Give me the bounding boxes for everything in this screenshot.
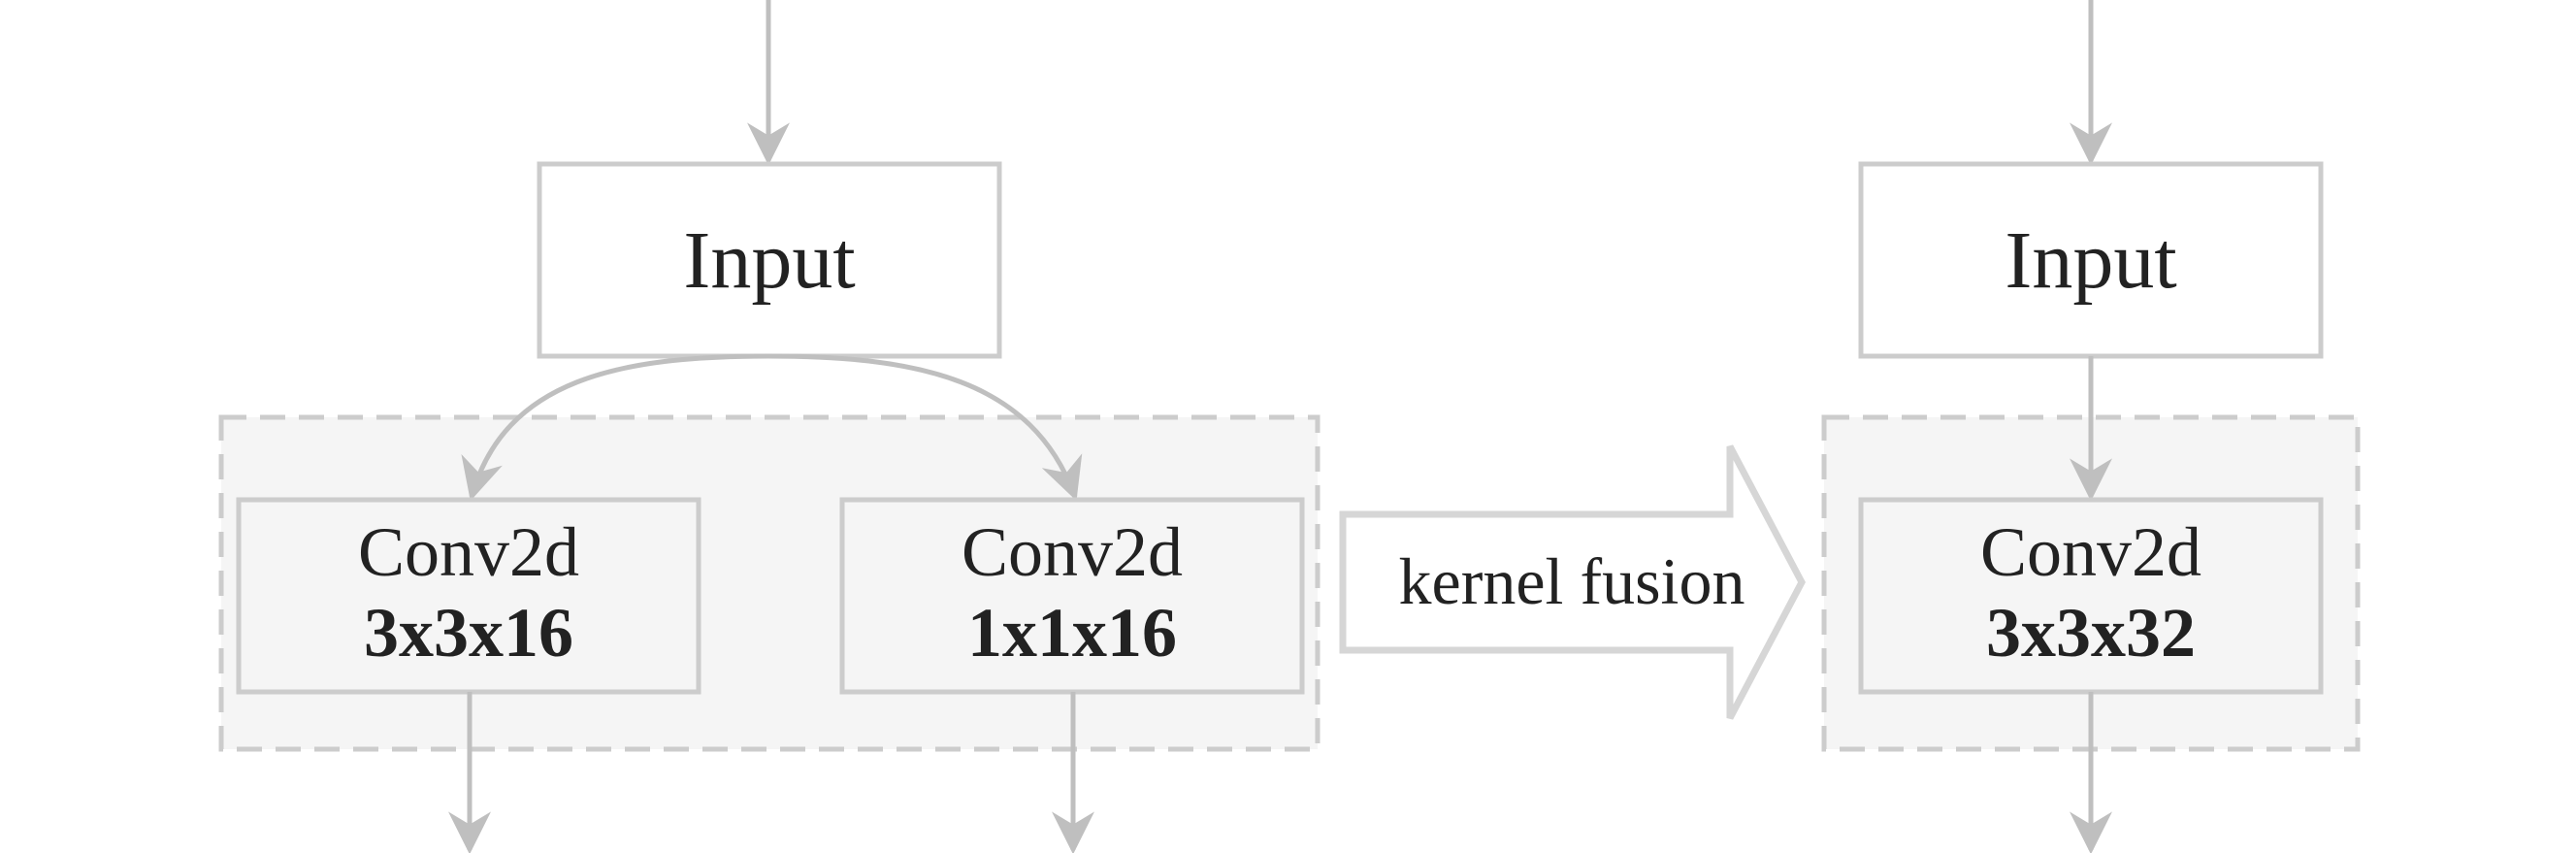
right-block: Input Conv2d 3x3x32 — [1821, 0, 2361, 853]
right-input-box: Input — [1858, 161, 2324, 359]
kernel-fusion-label: kernel fusion — [1399, 544, 1745, 618]
conv-1x1-kernel-label: 1x1x16 — [967, 594, 1177, 672]
conv-1x1-op-label: Conv2d — [962, 513, 1183, 591]
kernel-fusion-arrow: kernel fusion — [1339, 444, 1806, 720]
branch-arc-right — [767, 353, 1083, 502]
conv-3x3-kernel-label: 3x3x16 — [364, 594, 573, 672]
right-input-label: Input — [2005, 215, 2176, 306]
conv-1x1-box: Conv2d 1x1x16 — [839, 497, 1305, 695]
left-block: Input Conv2d 3x3x16 Conv2d 1x1x16 — [218, 0, 1321, 853]
left-input-label: Input — [683, 215, 855, 306]
branch-arc-left — [461, 353, 769, 502]
conv-3x3x32-op-label: Conv2d — [1980, 513, 2201, 591]
conv-3x3x32-kernel-label: 3x3x32 — [1986, 594, 2196, 672]
left-input-box: Input — [537, 161, 1002, 359]
conv-3x3-box: Conv2d 3x3x16 — [236, 497, 701, 695]
conv-3x3x32-box: Conv2d 3x3x32 — [1858, 497, 2324, 695]
conv-3x3-op-label: Conv2d — [358, 513, 579, 591]
